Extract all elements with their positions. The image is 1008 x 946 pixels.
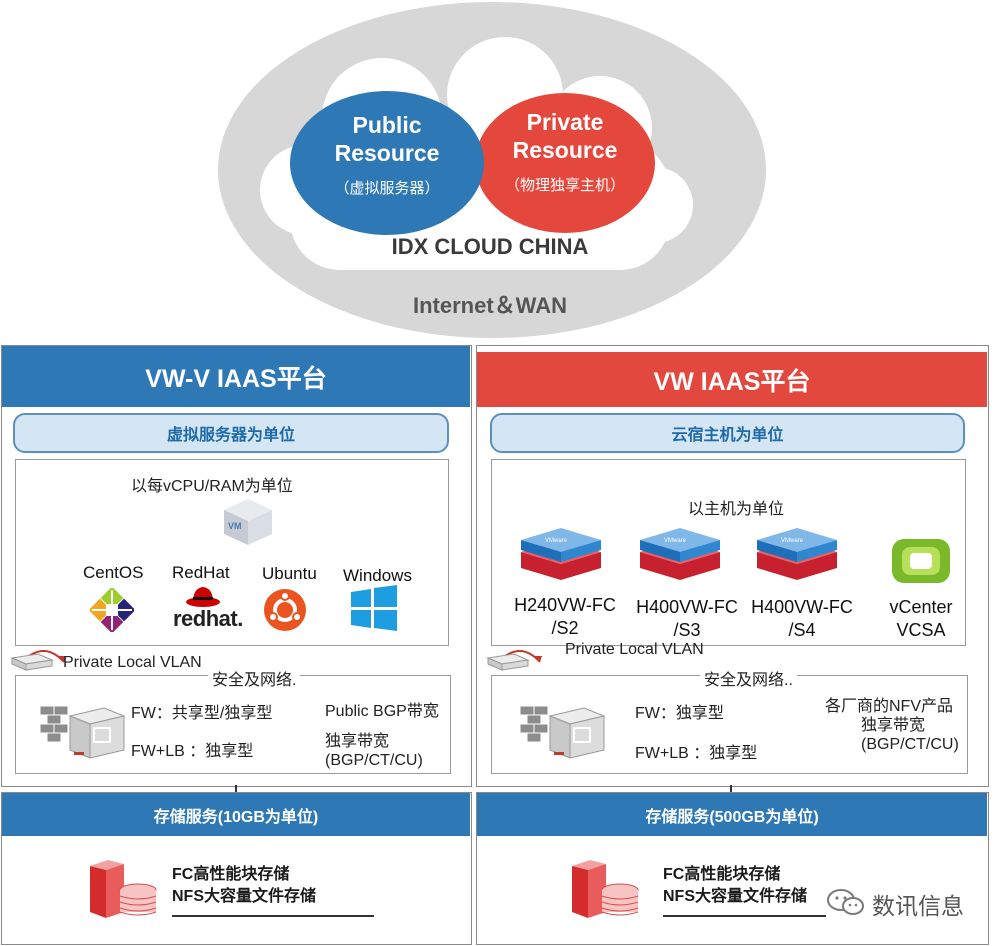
right-fwlb-text: FW+LB ：独享型: [635, 745, 758, 762]
left-bgp-text: Public BGP带宽: [325, 703, 439, 720]
redhat-hat-icon: [186, 587, 220, 607]
os-label-centos: CentOS: [83, 563, 144, 582]
left-firewall-icon: [39, 705, 126, 759]
right-storage-underline: [663, 915, 826, 917]
left-storage-line1: FC高性能块存储: [172, 866, 290, 883]
device-2-line2: /S3: [673, 620, 701, 640]
centos-logo-icon: [90, 588, 134, 632]
device-1-line2: /S2: [551, 618, 579, 638]
cloud-name: IDX CLOUD CHINA: [391, 234, 589, 259]
left-vlan-label: Private Local VLAN: [63, 654, 202, 671]
server-icon-3: VMware: [757, 528, 837, 580]
right-connector: [730, 785, 732, 793]
left-storage-underline: [172, 915, 374, 917]
server-badge-3: VMware: [781, 538, 804, 544]
server-badge-2: VMware: [664, 538, 687, 544]
left-unit-pill: 虚拟服务器为单位: [13, 413, 449, 453]
ubuntu-logo-icon: [264, 589, 306, 631]
right-fw-text: FW：独享型: [635, 705, 724, 722]
device-label-2: H400VW-FC /S3: [627, 596, 747, 642]
left-fw-text: FW：共享型/独享型: [131, 705, 273, 722]
private-title-line1: Private: [526, 109, 604, 135]
public-subtitle: （虚拟服务器）: [334, 180, 440, 197]
right-storage-header: 存储服务(500GB为单位): [477, 793, 987, 836]
left-vm-box: [15, 459, 449, 646]
watermark-text: 数讯信息: [872, 893, 964, 919]
device-label-4: vCenter VCSA: [876, 596, 966, 642]
device-4-line1: vCenter: [889, 597, 953, 617]
left-bandwidth-line2: (BGP/CT/CU): [325, 752, 423, 769]
public-title-line2: Resource: [334, 140, 440, 166]
wechat-icon: [827, 889, 864, 915]
right-vlan-label: Private Local VLAN: [565, 641, 704, 658]
cloud-graphic: [218, 2, 766, 338]
device-3-line2: /S4: [788, 620, 816, 640]
vm-cube-icon: VM: [224, 499, 272, 545]
left-fwlb-text: FW+LB ：独享型: [131, 743, 254, 760]
left-unit-text: 以每vCPU/RAM为单位: [131, 478, 293, 495]
right-unit-text: 以主机为单位: [688, 501, 785, 518]
left-bandwidth-line1: 独享带宽: [325, 733, 390, 750]
os-label-ubuntu: Ubuntu: [262, 564, 317, 583]
right-storage-icon: [572, 860, 639, 918]
server-icon-2: VMware: [640, 528, 720, 580]
left-storage-line2: NFS大容量文件存储: [172, 888, 317, 905]
device-label-3: H400VW-FC /S4: [742, 596, 862, 642]
right-nfv-line1: 各厂商的NFV产品: [825, 698, 954, 715]
device-4-line2: VCSA: [896, 620, 946, 640]
left-bandwidth-text: 独享带宽 (BGP/CT/CU): [325, 732, 423, 770]
vcenter-logo-icon: [892, 539, 950, 583]
device-2-line1: H400VW-FC: [636, 597, 738, 617]
right-nfv-line3: (BGP/CT/CU): [861, 736, 959, 753]
server-badge-1: VMware: [545, 538, 568, 544]
left-platform-header: VW-V IAAS平台: [2, 346, 470, 407]
public-resource-title: Public Resource （虚拟服务器）: [290, 111, 484, 198]
right-nfv-line2: 独享带宽: [861, 717, 926, 734]
right-storage-line1: FC高性能块存储: [663, 866, 781, 883]
right-security-label: 安全及网络..: [700, 666, 797, 690]
right-platform-header: VW IAAS平台: [477, 352, 987, 407]
os-label-windows: Windows: [343, 566, 412, 585]
public-title-line1: Public: [352, 112, 422, 138]
right-firewall-icon: [519, 705, 606, 759]
right-storage-text: FC高性能块存储 NFS大容量文件存储: [663, 864, 807, 908]
server-icon-1: VMware: [521, 528, 601, 580]
os-label-redhat: RedHat: [172, 563, 230, 582]
vm-cube-label: VM: [228, 521, 242, 531]
left-storage-icon: [90, 860, 157, 918]
internet-wan-label: Internet＆WAN: [412, 293, 567, 318]
private-title-line2: Resource: [512, 137, 618, 163]
left-security-label: 安全及网络.: [208, 666, 301, 690]
left-storage-text: FC高性能块存储 NFS大容量文件存储: [172, 864, 316, 908]
right-nfv-text: 各厂商的NFV产品 独享带宽 (BGP/CT/CU): [825, 697, 959, 754]
device-1-line1: H240VW-FC: [514, 595, 616, 615]
redhat-wordmark: redhat.: [173, 606, 243, 631]
windows-logo-icon: [351, 585, 397, 631]
private-resource-title: Private Resource （物理独享主机）: [475, 108, 655, 195]
device-3-line1: H400VW-FC: [751, 597, 853, 617]
left-connector: [235, 785, 237, 793]
device-label-1: H240VW-FC /S2: [505, 594, 625, 640]
left-storage-header: 存储服务(10GB为单位): [2, 793, 470, 836]
right-unit-pill: 云宿主机为单位: [490, 413, 965, 453]
private-subtitle: （物理独享主机）: [504, 177, 625, 194]
right-storage-line2: NFS大容量文件存储: [663, 888, 808, 905]
